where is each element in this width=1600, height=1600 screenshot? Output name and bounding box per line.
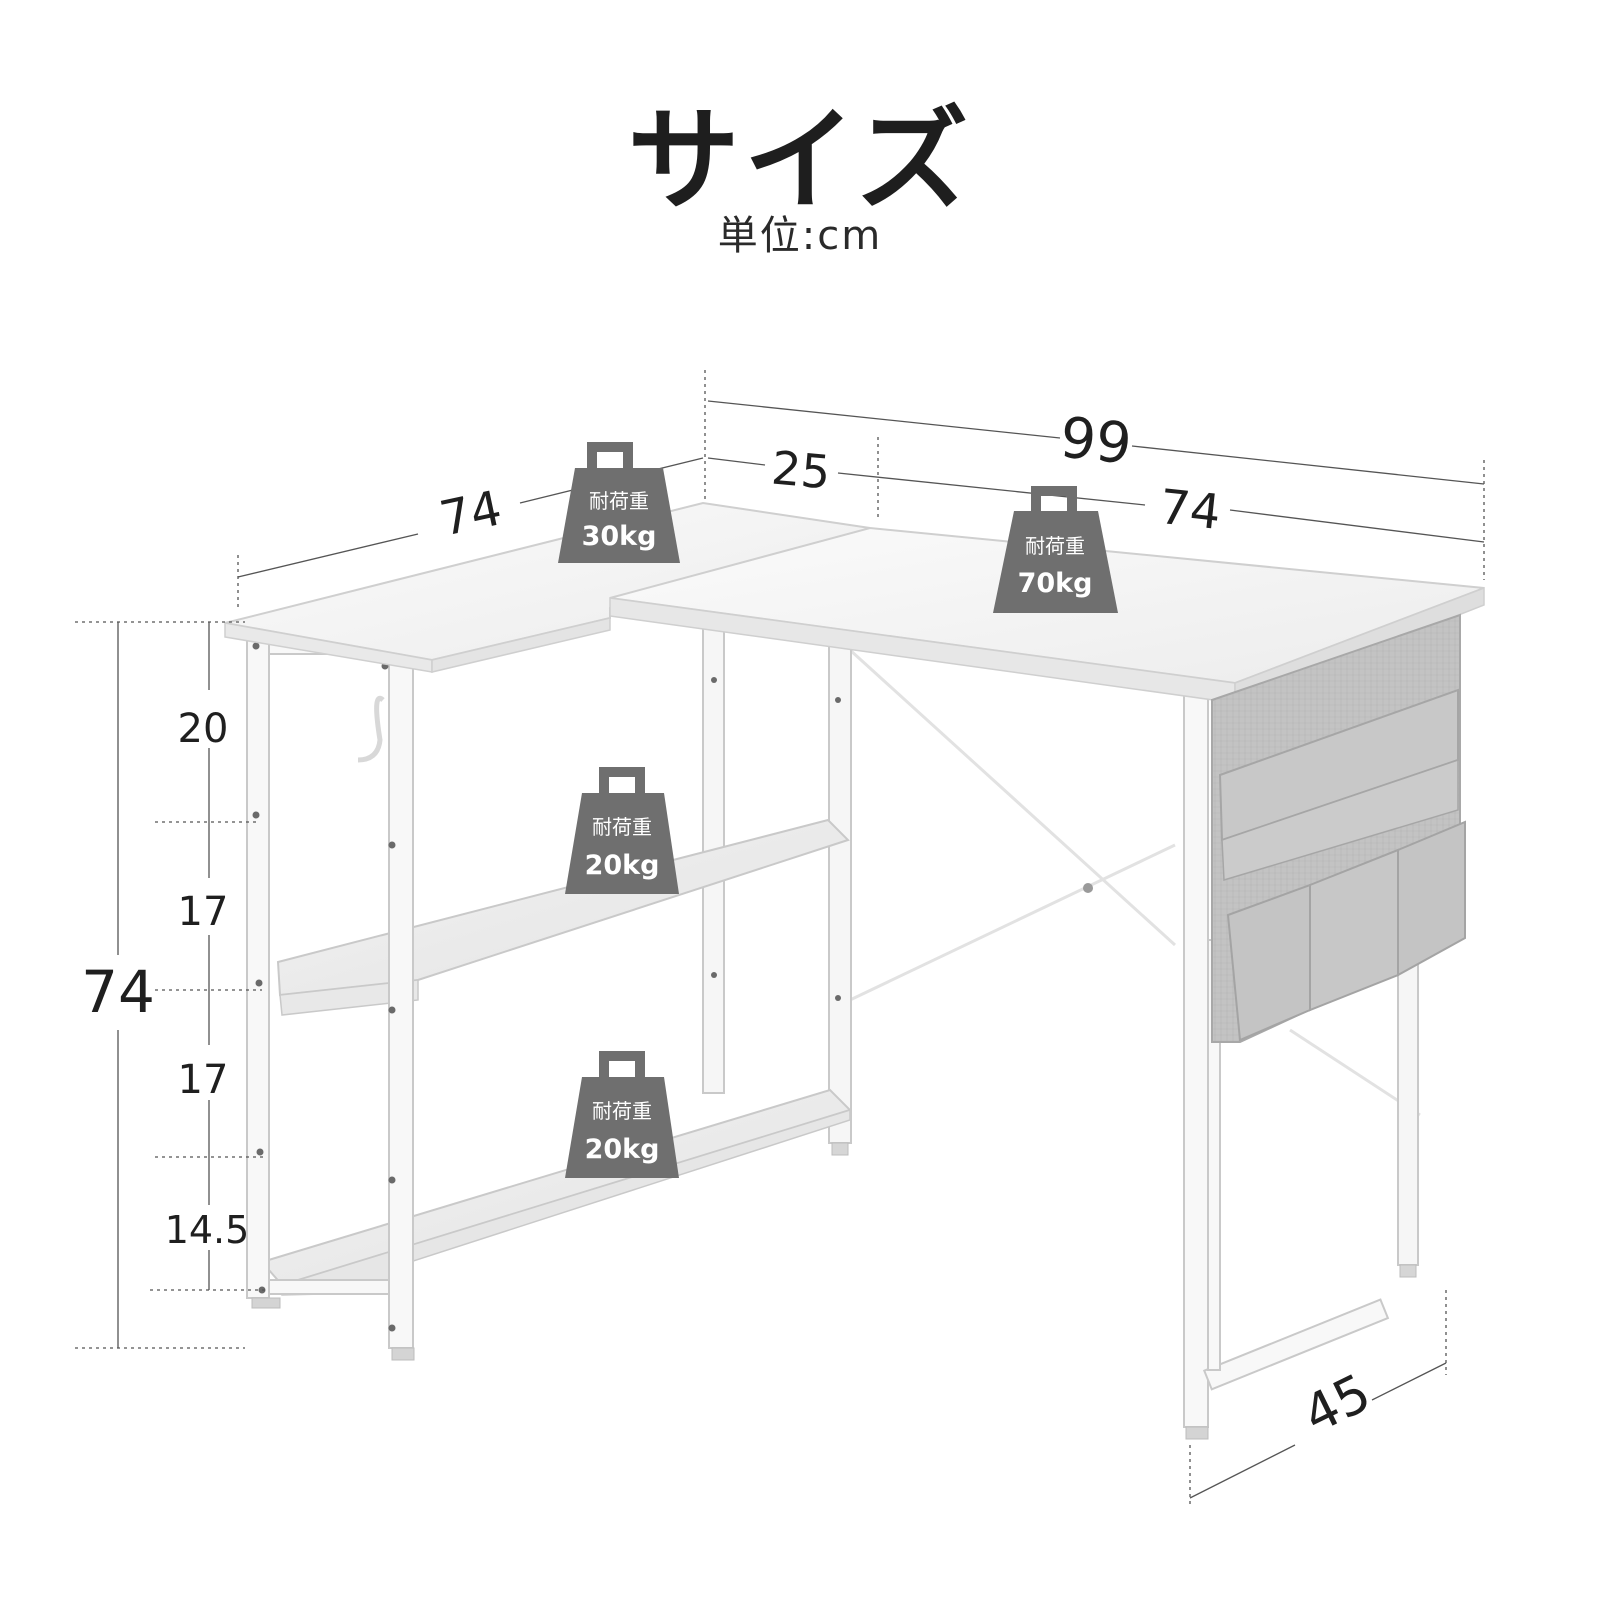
page-title: サイズ: [627, 96, 973, 226]
weight-badge-bottom-shelf: 耐荷重 20kg: [565, 1051, 679, 1178]
weight-value-top-left: 30kg: [582, 521, 657, 552]
lower-shelf: [260, 1088, 852, 1296]
unit-label: 単位:cm: [717, 213, 883, 259]
weight-badge-top-main: 耐荷重 70kg: [993, 486, 1118, 613]
side-hook: [357, 695, 385, 763]
weight-value-bottom-shelf: 20kg: [585, 1134, 660, 1165]
weight-value-middle-shelf: 20kg: [585, 850, 660, 881]
dim-main-width: 74: [1157, 479, 1224, 541]
weight-label: 耐荷重: [589, 489, 649, 513]
dim-shelf-floor: 14.5: [165, 1208, 250, 1252]
rivets: [252, 642, 841, 1332]
dim-left-depth: 74: [435, 480, 506, 547]
dim-line-99: [707, 400, 1061, 439]
weight-value-top-main: 70kg: [1018, 568, 1093, 599]
dimension-lines: [75, 370, 1485, 1505]
weight-badge-top-left: 耐荷重 30kg: [558, 442, 680, 563]
weight-label: 耐荷重: [1025, 534, 1085, 558]
weight-label: 耐荷重: [592, 815, 652, 839]
storage-pocket: [1211, 613, 1466, 1043]
dim-shelf-gap-mid: 17: [178, 889, 229, 935]
dim-total-width: 99: [1057, 405, 1135, 477]
desk-illustration: [224, 501, 1485, 1440]
dim-shelf-gap-top: 20: [178, 706, 229, 752]
dim-main-depth: 45: [1294, 1363, 1380, 1446]
left-tabletop: [224, 501, 871, 673]
weight-label: 耐荷重: [592, 1099, 652, 1123]
dim-total-height: 74: [81, 958, 155, 1026]
weight-badge-middle-shelf: 耐荷重 20kg: [565, 767, 679, 894]
middle-shelf: [276, 818, 850, 1016]
dim-overlap: 25: [769, 441, 832, 500]
dim-shelf-gap-low: 17: [178, 1057, 229, 1103]
